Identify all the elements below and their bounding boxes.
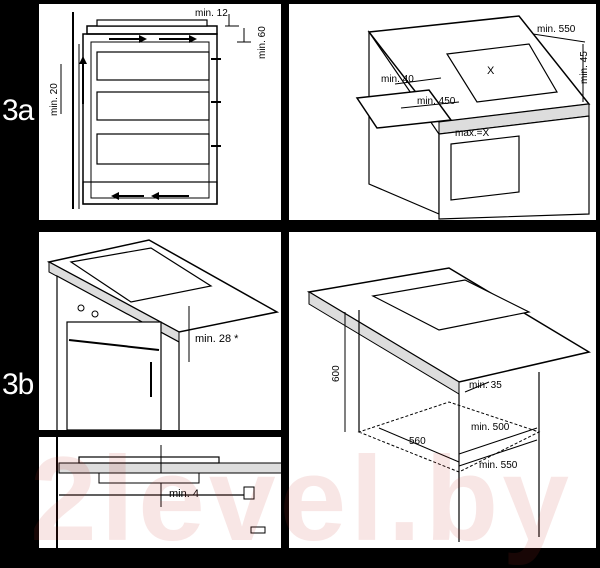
dim-label-min-550: min. 550	[537, 24, 576, 35]
dim-label-min-500: min. 500	[471, 422, 510, 433]
dim-label-max-x: max.=X	[455, 128, 490, 139]
dim-label-min-28: min. 28 *	[195, 333, 239, 345]
panel-3b-cabinet-perspective: 600 min. 35 560 min. 500 min. 550	[288, 231, 597, 549]
dim-label-600: 600	[331, 365, 342, 382]
dim-label-560: 560	[409, 436, 426, 447]
dim-label-min-40: min. 40	[381, 74, 414, 85]
panel-3b-hob-section: min. 4	[38, 436, 282, 549]
pullout-perspective-drawing: min. 550 min. 45 X min. 40 min. 450 max.…	[355, 15, 591, 220]
dim-label-min-550b: min. 550	[479, 460, 518, 471]
dim-label-min-45: min. 45	[579, 51, 590, 84]
oven-cabinet-drawing: min. 28 *	[46, 239, 280, 430]
dim-label-min-20: min. 20	[49, 83, 60, 116]
dim-label-min-35: min. 35	[469, 380, 502, 391]
dim-label-min-4: min. 4	[169, 488, 199, 500]
section-label-3a: 3a	[2, 94, 34, 127]
section-label-3b: 3b	[2, 368, 34, 401]
panel-3a-cabinet-section: min. 12 min. 60 min. 20	[38, 3, 282, 221]
cabinet-perspective-drawing: 600 min. 35 560 min. 500 min. 550	[306, 267, 591, 542]
panel-3a-pullout-perspective: min. 550 min. 45 X min. 40 min. 450 max.…	[288, 3, 597, 221]
panel-3b-oven-cabinet: min. 28 *	[38, 231, 282, 431]
dim-label-x: X	[487, 65, 495, 77]
hob-section-drawing: min. 4	[56, 437, 281, 548]
cabinet-section-drawing: min. 12 min. 60 min. 20	[49, 8, 268, 209]
dim-label-min-450: min. 450	[417, 96, 456, 107]
dim-label-min-60: min. 60	[257, 26, 268, 59]
dim-label-min-12: min. 12	[195, 8, 228, 19]
